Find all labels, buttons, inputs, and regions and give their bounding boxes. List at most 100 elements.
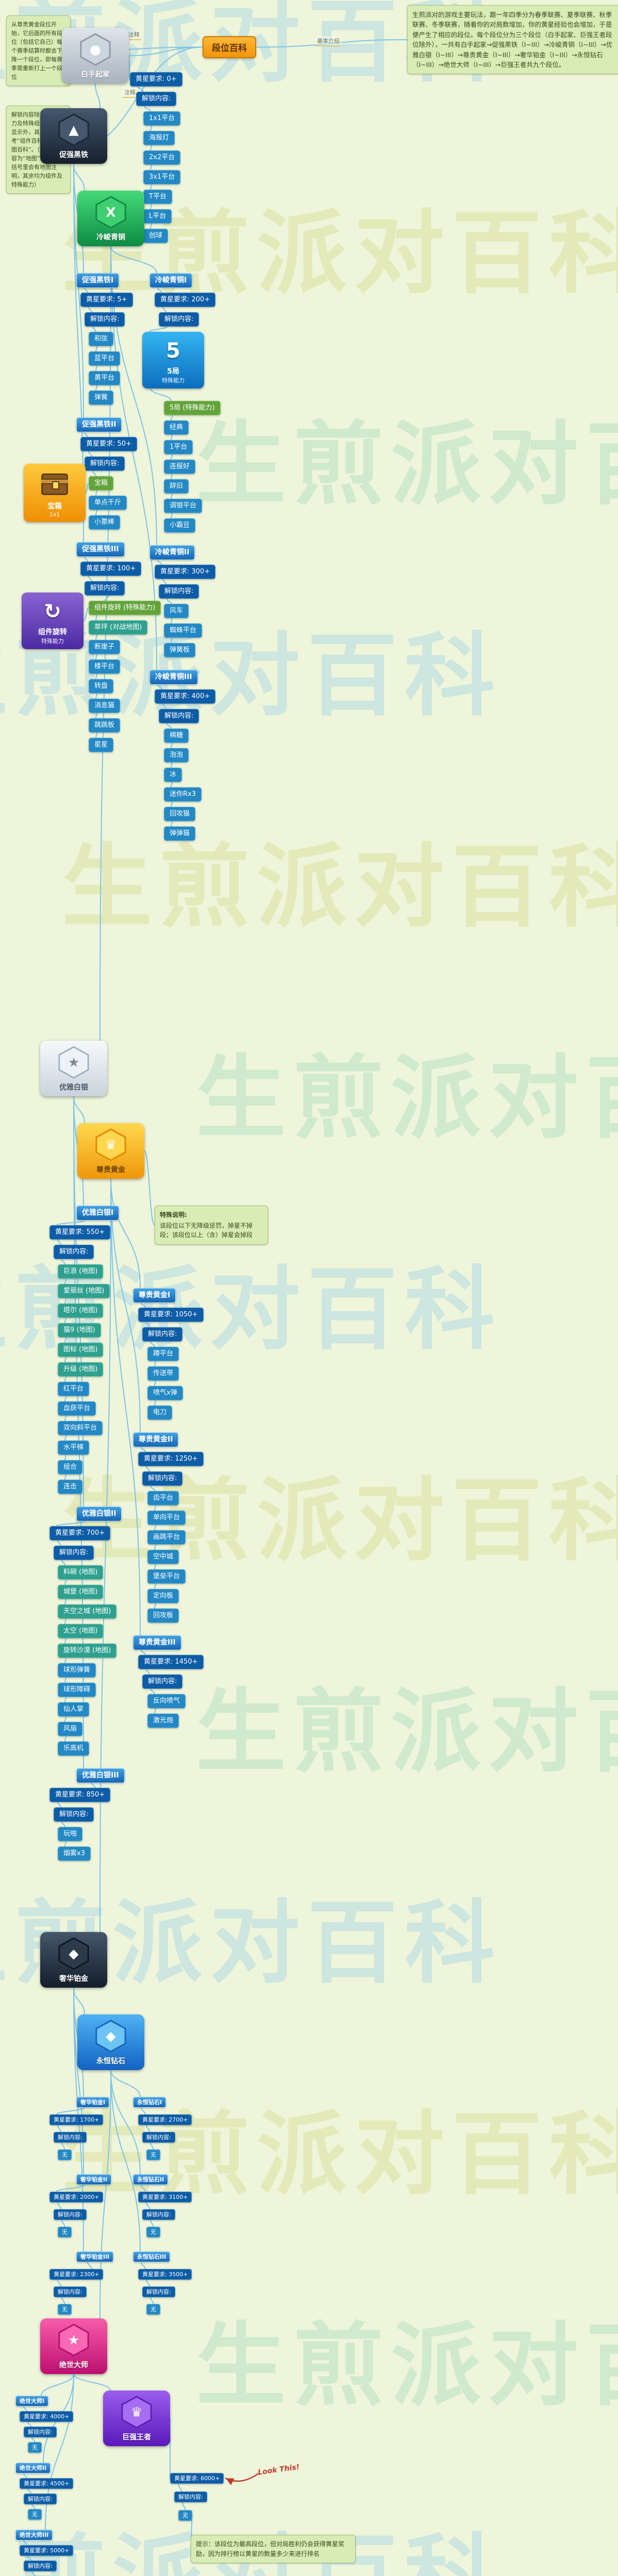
unlock-item-node[interactable]: 回攻板: [147, 1608, 179, 1623]
unlock-item-node[interactable]: 单向平台: [147, 1511, 186, 1525]
unlock-item-node[interactable]: 无: [146, 2227, 160, 2238]
requirement-node[interactable]: 黄星要求: 300+: [155, 565, 216, 579]
unlock-item-node[interactable]: 棉糖: [164, 728, 189, 743]
unlock-item-node[interactable]: 无: [146, 2149, 160, 2161]
requirement-node[interactable]: 黄星要求: 3500+: [138, 2269, 192, 2280]
requirement-node[interactable]: 黄星要求: 2300+: [49, 2269, 104, 2280]
unlock-item-node[interactable]: 激光炮: [147, 1714, 179, 1728]
unlock-item-node[interactable]: 齿平台: [147, 1491, 179, 1505]
tier-node-silver-1[interactable]: 优雅白银I: [76, 1206, 120, 1221]
note-basic-introduction[interactable]: 生煎派对的游戏主要玩法，跟一年四季分为春季联赛、夏季联赛、秋季联赛、冬季联赛，随…: [407, 5, 618, 75]
unlock-item-node[interactable]: 乐高机: [58, 1741, 90, 1756]
unlock-item-node[interactable]: 血获平台: [58, 1401, 96, 1416]
unlock-item-node[interactable]: 料碗 (地图): [58, 1565, 104, 1580]
unlock-item-node[interactable]: 3x1平台: [143, 170, 181, 184]
requirement-node[interactable]: 黄星要求: 50+: [80, 437, 137, 451]
unlock-item-node[interactable]: 太空 (地图): [58, 1624, 104, 1638]
unlock-label-node[interactable]: 解锁内容:: [136, 92, 177, 106]
unlock-item-node[interactable]: 黄平台: [89, 371, 121, 385]
unlock-label-node[interactable]: 解锁内容:: [142, 1674, 183, 1689]
unlock-item-node[interactable]: 无: [178, 2510, 192, 2521]
rank-badge-iron[interactable]: ▲促强黑铁: [40, 108, 107, 164]
unlock-item-node[interactable]: 红平台: [58, 1382, 90, 1396]
unlock-item-node[interactable]: 图标 (地图): [58, 1343, 104, 1357]
unlock-item-node[interactable]: 5局 (特殊能力): [164, 401, 221, 415]
unlock-item-node[interactable]: 双向斜平台: [58, 1421, 103, 1435]
unlock-item-node[interactable]: 2x2平台: [143, 150, 181, 165]
unlock-item-node[interactable]: 弹簧: [89, 391, 114, 405]
unlock-item-node[interactable]: 弹弹猫: [164, 826, 196, 841]
unlock-item-node[interactable]: 小票棒: [89, 515, 121, 530]
unlock-label-node[interactable]: 解锁内容:: [142, 1327, 183, 1342]
unlock-label-node[interactable]: 解锁内容:: [142, 2209, 175, 2221]
unlock-item-node[interactable]: 无: [146, 2304, 160, 2315]
tier-node-silver-2[interactable]: 优雅白银II: [76, 1506, 122, 1521]
map-root-title[interactable]: 段位百科: [203, 36, 256, 58]
unlock-item-node[interactable]: 无: [58, 2149, 72, 2161]
tier-node-diamond-1[interactable]: 永恒钻石I: [133, 2097, 166, 2108]
unlock-item-node[interactable]: L平台: [143, 209, 172, 224]
unlock-item-node[interactable]: 连报好: [164, 460, 196, 474]
unlock-label-node[interactable]: 解锁内容:: [159, 584, 199, 599]
unlock-item-node[interactable]: 楼平台: [89, 659, 121, 674]
unlock-item-node[interactable]: 小霸豆: [164, 518, 196, 533]
unlock-item-node[interactable]: 巨浪 (地图): [58, 1264, 104, 1279]
unlock-item-node[interactable]: 城堡 (地图): [58, 1585, 104, 1599]
unlock-item-node[interactable]: 喷气x弹: [147, 1386, 183, 1400]
unlock-label-node[interactable]: 解锁内容:: [142, 2286, 175, 2298]
unlock-label-node[interactable]: 解锁内容:: [54, 1245, 94, 1259]
requirement-node[interactable]: 黄星要求: 1250+: [138, 1452, 204, 1466]
unlock-item-node[interactable]: 星星: [89, 738, 114, 752]
unlock-item-node[interactable]: 蓝平台: [89, 351, 121, 366]
unlock-label-node[interactable]: 解锁内容:: [54, 2132, 87, 2143]
tier-node-silver-3[interactable]: 优雅白银III: [76, 1768, 125, 1783]
requirement-node[interactable]: 黄星要求: 4500+: [20, 2478, 74, 2489]
requirement-node[interactable]: 黄星要求: 400+: [155, 689, 216, 704]
tier-node-master-3[interactable]: 绝世大师III: [15, 2530, 53, 2541]
tier-node-bronze-1[interactable]: 冷峻青铜I: [149, 273, 193, 288]
note-king-tip[interactable]: 提示：该段位为最高段位，但对局胜利仍会获得黄星奖励，因为排行榜以黄星的数量多少来…: [191, 2535, 356, 2564]
tier-node-platinum-3[interactable]: 奢华铂金III: [76, 2251, 114, 2263]
tier-node-diamond-3[interactable]: 永恒钻石III: [133, 2251, 171, 2263]
unlock-item-node[interactable]: 组件旋转 (特殊能力): [89, 601, 161, 615]
unlock-item-node[interactable]: 升级 (地图): [58, 1362, 104, 1377]
tier-node-iron-1[interactable]: 促强黑铁I: [76, 273, 120, 288]
unlock-item-node[interactable]: 1平台: [164, 440, 193, 454]
rank-badge-diamond[interactable]: ◆永恒钻石: [77, 2014, 144, 2070]
unlock-label-node[interactable]: 解锁内容:: [85, 456, 125, 471]
tier-node-master-1[interactable]: 绝世大师I: [15, 2396, 49, 2407]
unlock-label-node[interactable]: 解锁内容:: [24, 2561, 57, 2572]
tier-node-iron-3[interactable]: 促强黑铁III: [76, 542, 125, 557]
unlock-item-node[interactable]: 空中城: [147, 1550, 179, 1564]
unlock-item-node[interactable]: 塔尔 (地图): [58, 1303, 104, 1318]
requirement-node[interactable]: 黄星要求: 200+: [155, 293, 216, 307]
requirement-node[interactable]: 黄星要求: 1450+: [138, 1655, 204, 1669]
unlock-item-node[interactable]: 辞旧: [164, 479, 189, 494]
unlock-item-node[interactable]: 传送带: [147, 1366, 179, 1381]
unlock-item-node[interactable]: 蹲平台: [147, 1347, 179, 1361]
rank-badge-king[interactable]: ♛巨强王者: [103, 2391, 170, 2446]
unlock-item-node[interactable]: 定向板: [147, 1589, 179, 1603]
unlock-item-node[interactable]: 爱丽丝 (地图): [58, 1284, 110, 1298]
unlock-item-node[interactable]: 连击: [58, 1480, 83, 1494]
unlock-item-node[interactable]: 仙人掌: [58, 1702, 90, 1717]
requirement-node[interactable]: 黄星要求: 550+: [49, 1225, 111, 1240]
unlock-label-node[interactable]: 解锁内容:: [54, 2209, 87, 2221]
requirement-node[interactable]: 黄星要求: 5+: [80, 293, 133, 307]
tier-node-platinum-1[interactable]: 奢华铂金I: [76, 2097, 110, 2108]
unlock-item-node[interactable]: 和弦: [89, 332, 114, 346]
tier-node-bronze-3[interactable]: 冷峻青铜III: [149, 670, 198, 685]
unlock-label-node[interactable]: 解锁内容:: [54, 2286, 87, 2298]
unlock-item-node[interactable]: 组合: [58, 1460, 83, 1475]
unlock-label-node[interactable]: 解锁内容:: [142, 2132, 175, 2143]
unlock-label-node[interactable]: 解锁内容:: [54, 1807, 94, 1822]
unlock-item-node[interactable]: 旋转沙漠 (地图): [58, 1643, 117, 1658]
unlock-label-node[interactable]: 解锁内容:: [24, 2427, 57, 2438]
tier-node-gold-2[interactable]: 尊贵黄金II: [133, 1432, 179, 1447]
tier-node-gold-3[interactable]: 尊贵黄金III: [133, 1635, 181, 1650]
tier-node-gold-1[interactable]: 尊贵黄金I: [133, 1288, 176, 1303]
rank-badge-gold[interactable]: ♛尊贵黄金: [77, 1123, 144, 1179]
